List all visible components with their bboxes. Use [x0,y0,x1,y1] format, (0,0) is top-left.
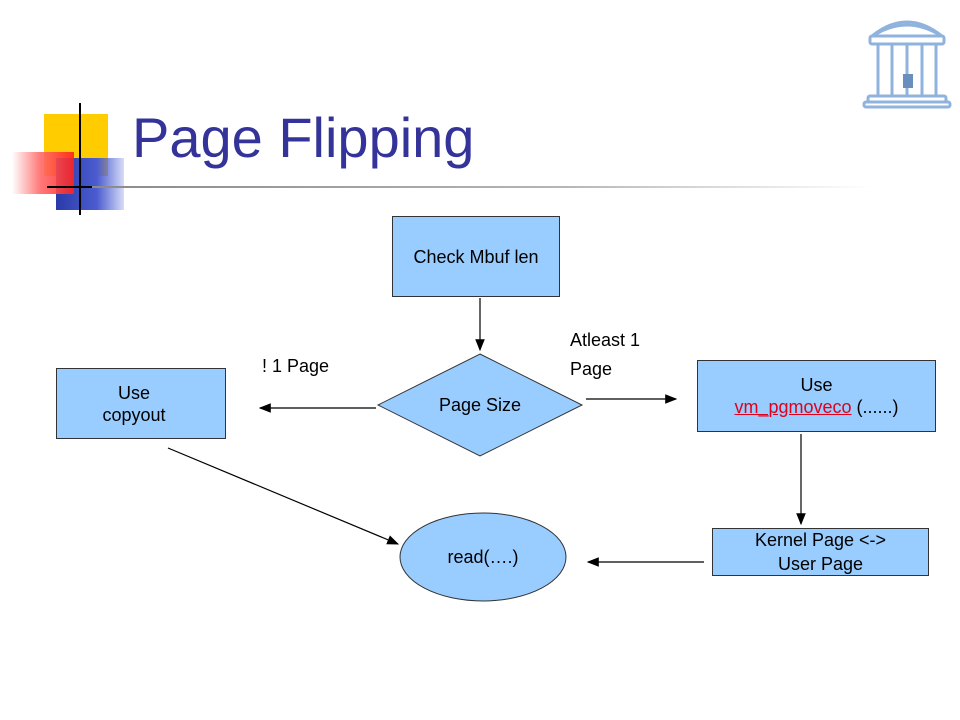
no-branch-label: ! 1 Page [262,356,330,376]
pgmove-line1: Use [800,375,833,395]
decision-label: Page Size [438,395,522,415]
copyout-line2: copyout [102,404,166,425]
copyout-line1: Use [117,382,150,403]
pgmove-line2: vm_pgmoveco (......) [734,396,898,418]
decision-diamond [376,353,584,457]
pgmove-args: (......) [851,397,899,417]
yes-branch-label-line1: Atleast 1 [570,330,641,350]
pgmove-box: Use vm_pgmoveco (......) [697,360,936,432]
old-well-logo-icon [862,20,952,109]
slide-title: Page Flipping [132,106,475,169]
check-mbuf-label: Check Mbuf len [413,246,539,267]
yes-branch-label-line2: Page [570,359,613,379]
arrow-copyout-to-read [167,447,400,545]
title-underline [92,186,872,188]
kernel-line1: Kernel Page <-> [754,530,887,550]
read-ellipse [399,512,567,602]
check-mbuf-box: Check Mbuf len [392,216,560,297]
read-label: read(….) [447,547,519,567]
decor-vertical-line [79,103,81,215]
kernel-user-page-box: Kernel Page <-> User Page [712,528,929,576]
vm-pgmoveco-link[interactable]: vm_pgmoveco [734,397,852,417]
kernel-line2: User Page [777,554,864,574]
decor-horizontal-line [47,186,92,188]
copyout-box: Use copyout [56,368,226,439]
